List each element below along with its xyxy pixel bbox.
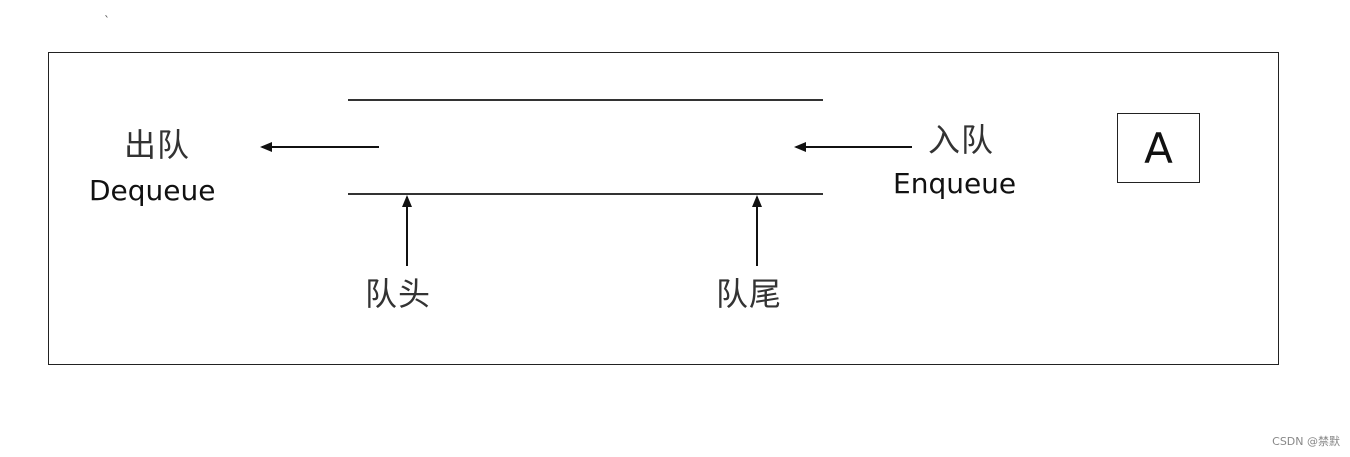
diagram-frame [48, 52, 1279, 365]
watermark: CSDN @禁默 [1272, 435, 1340, 448]
box-a-label: A [1144, 123, 1173, 173]
enqueue-label-en: Enqueue [893, 167, 1017, 200]
corner-box-a: A [1117, 113, 1200, 183]
queue-head-label: 队头 [365, 275, 432, 313]
stray-mark: ` [104, 14, 110, 28]
dequeue-label-cn: 出队 [124, 126, 191, 164]
enqueue-label-cn: 入队 [928, 121, 995, 159]
queue-tail-label: 队尾 [716, 275, 783, 313]
dequeue-label-en: Dequeue [89, 174, 216, 207]
